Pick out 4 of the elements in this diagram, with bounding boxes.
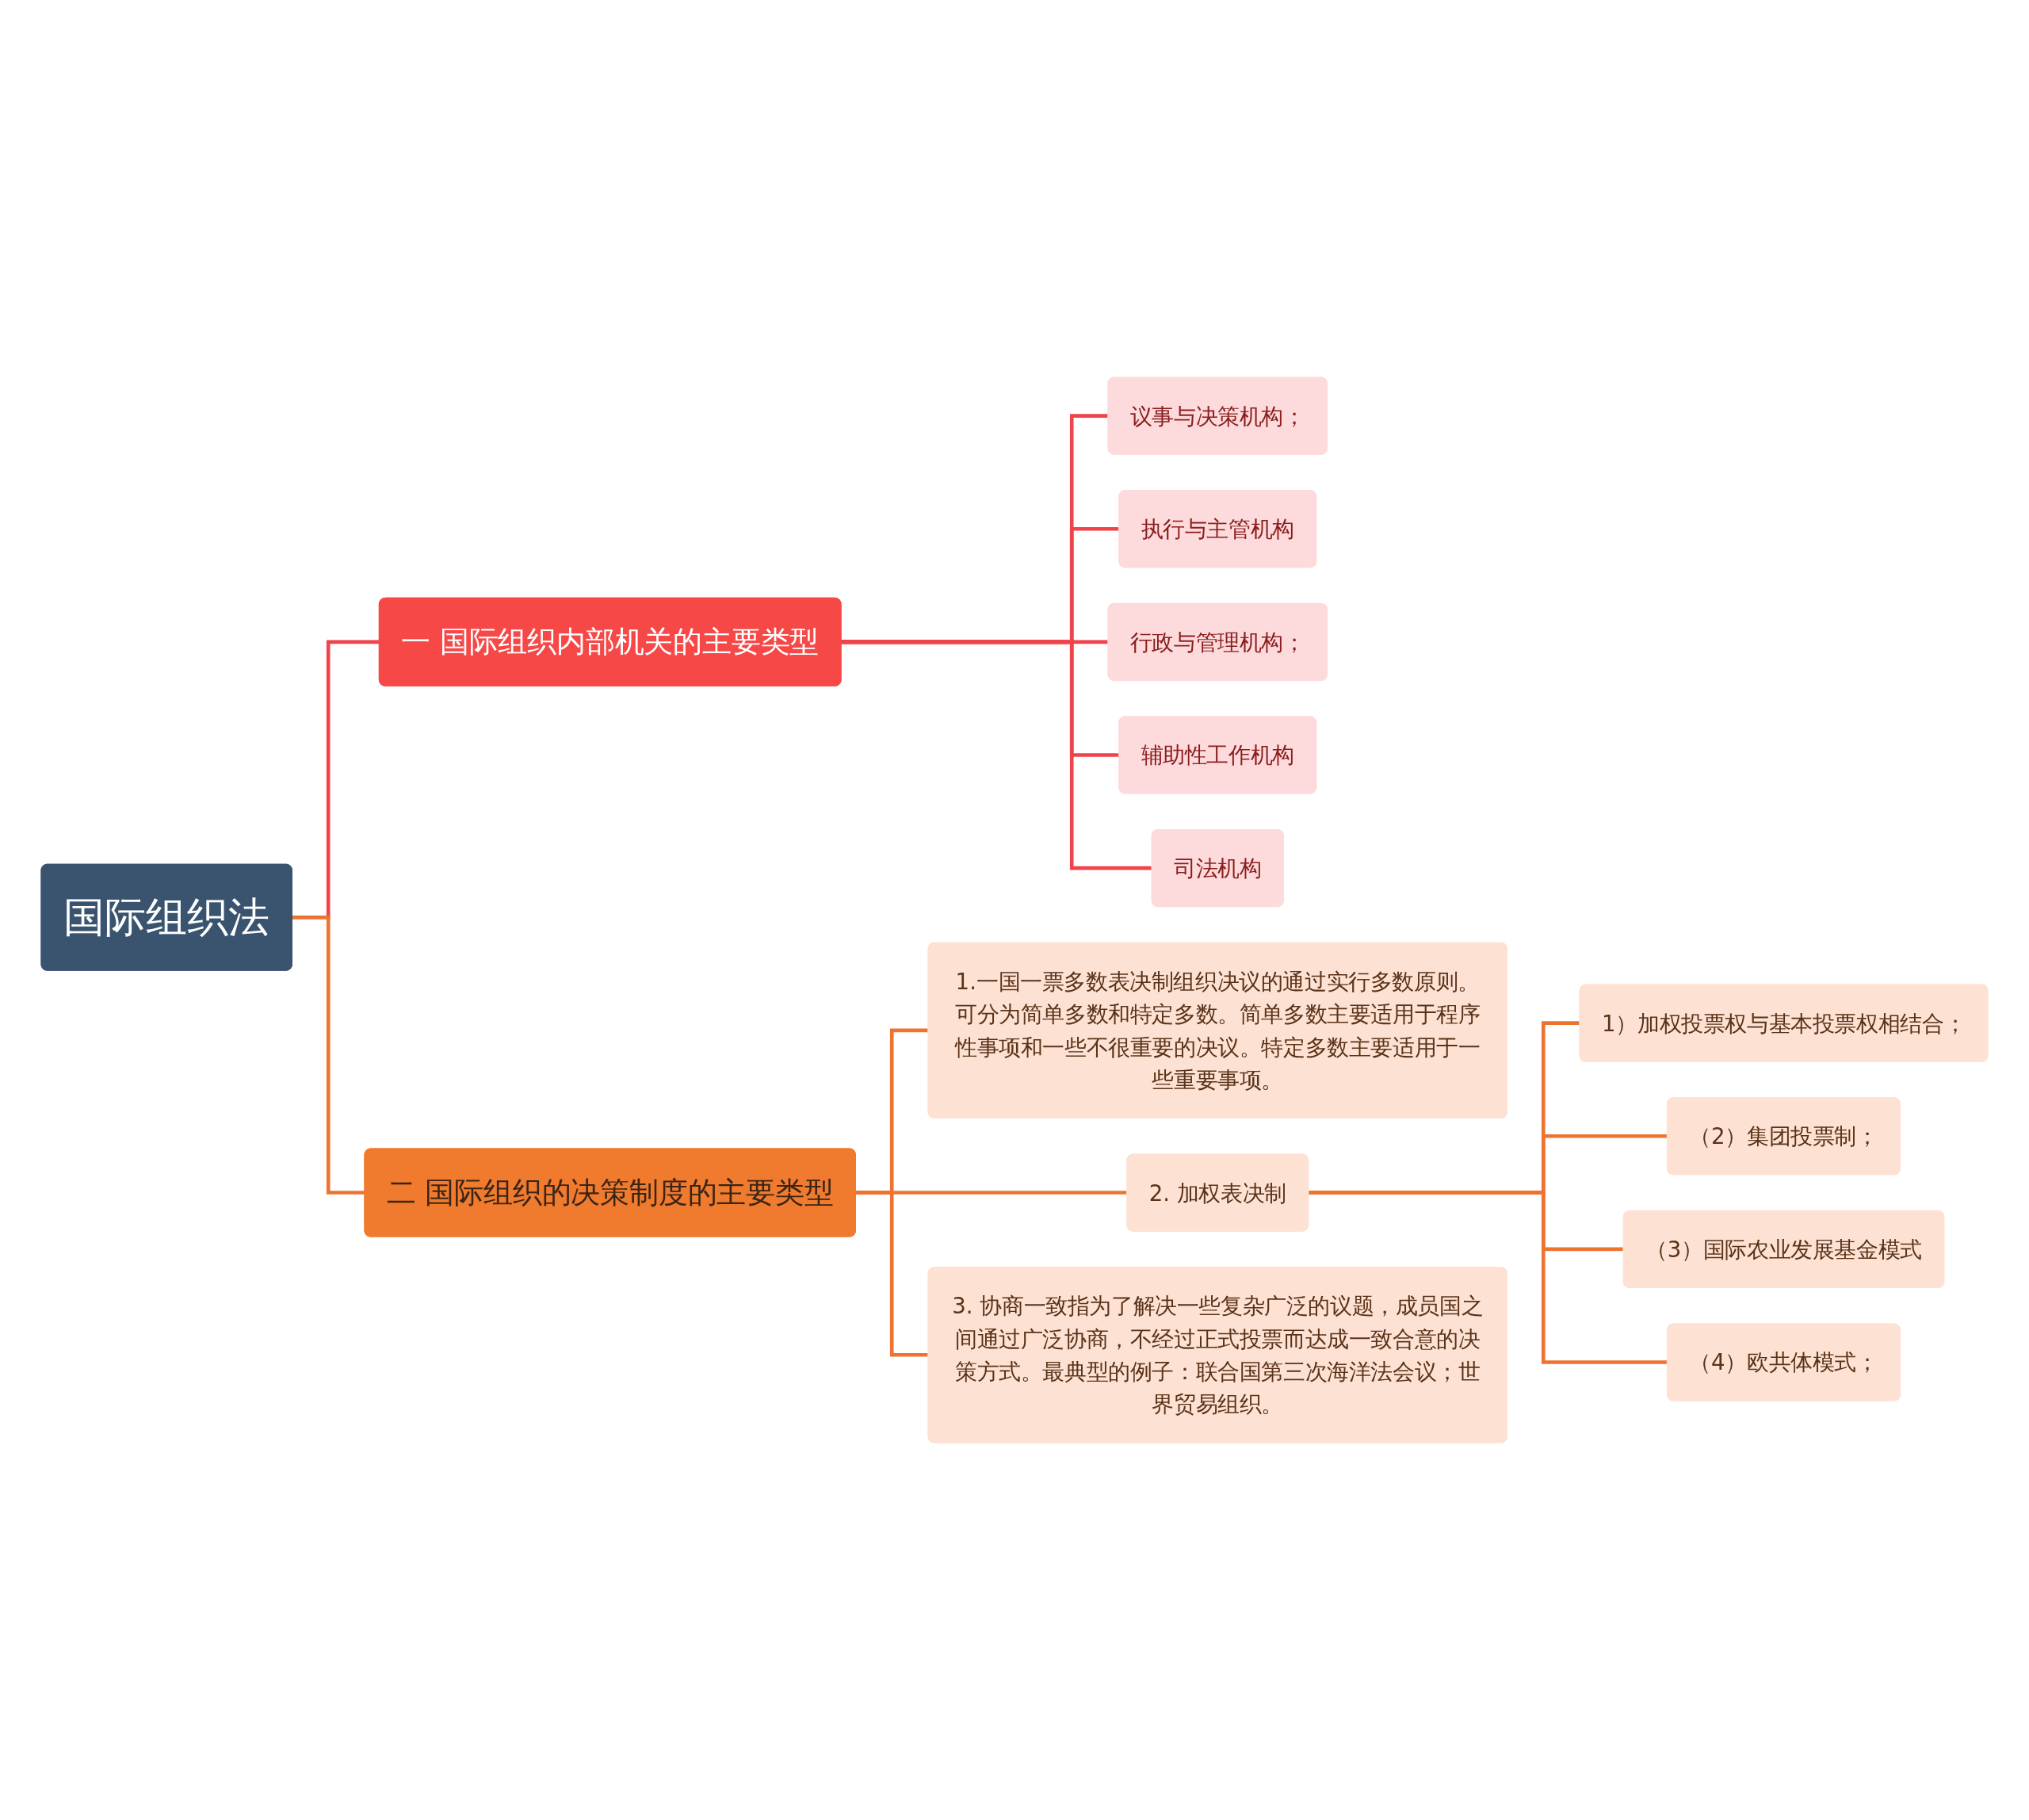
connector [292,915,365,1195]
connector [840,640,1152,870]
connector [855,1191,929,1357]
connector [1308,1191,1668,1364]
